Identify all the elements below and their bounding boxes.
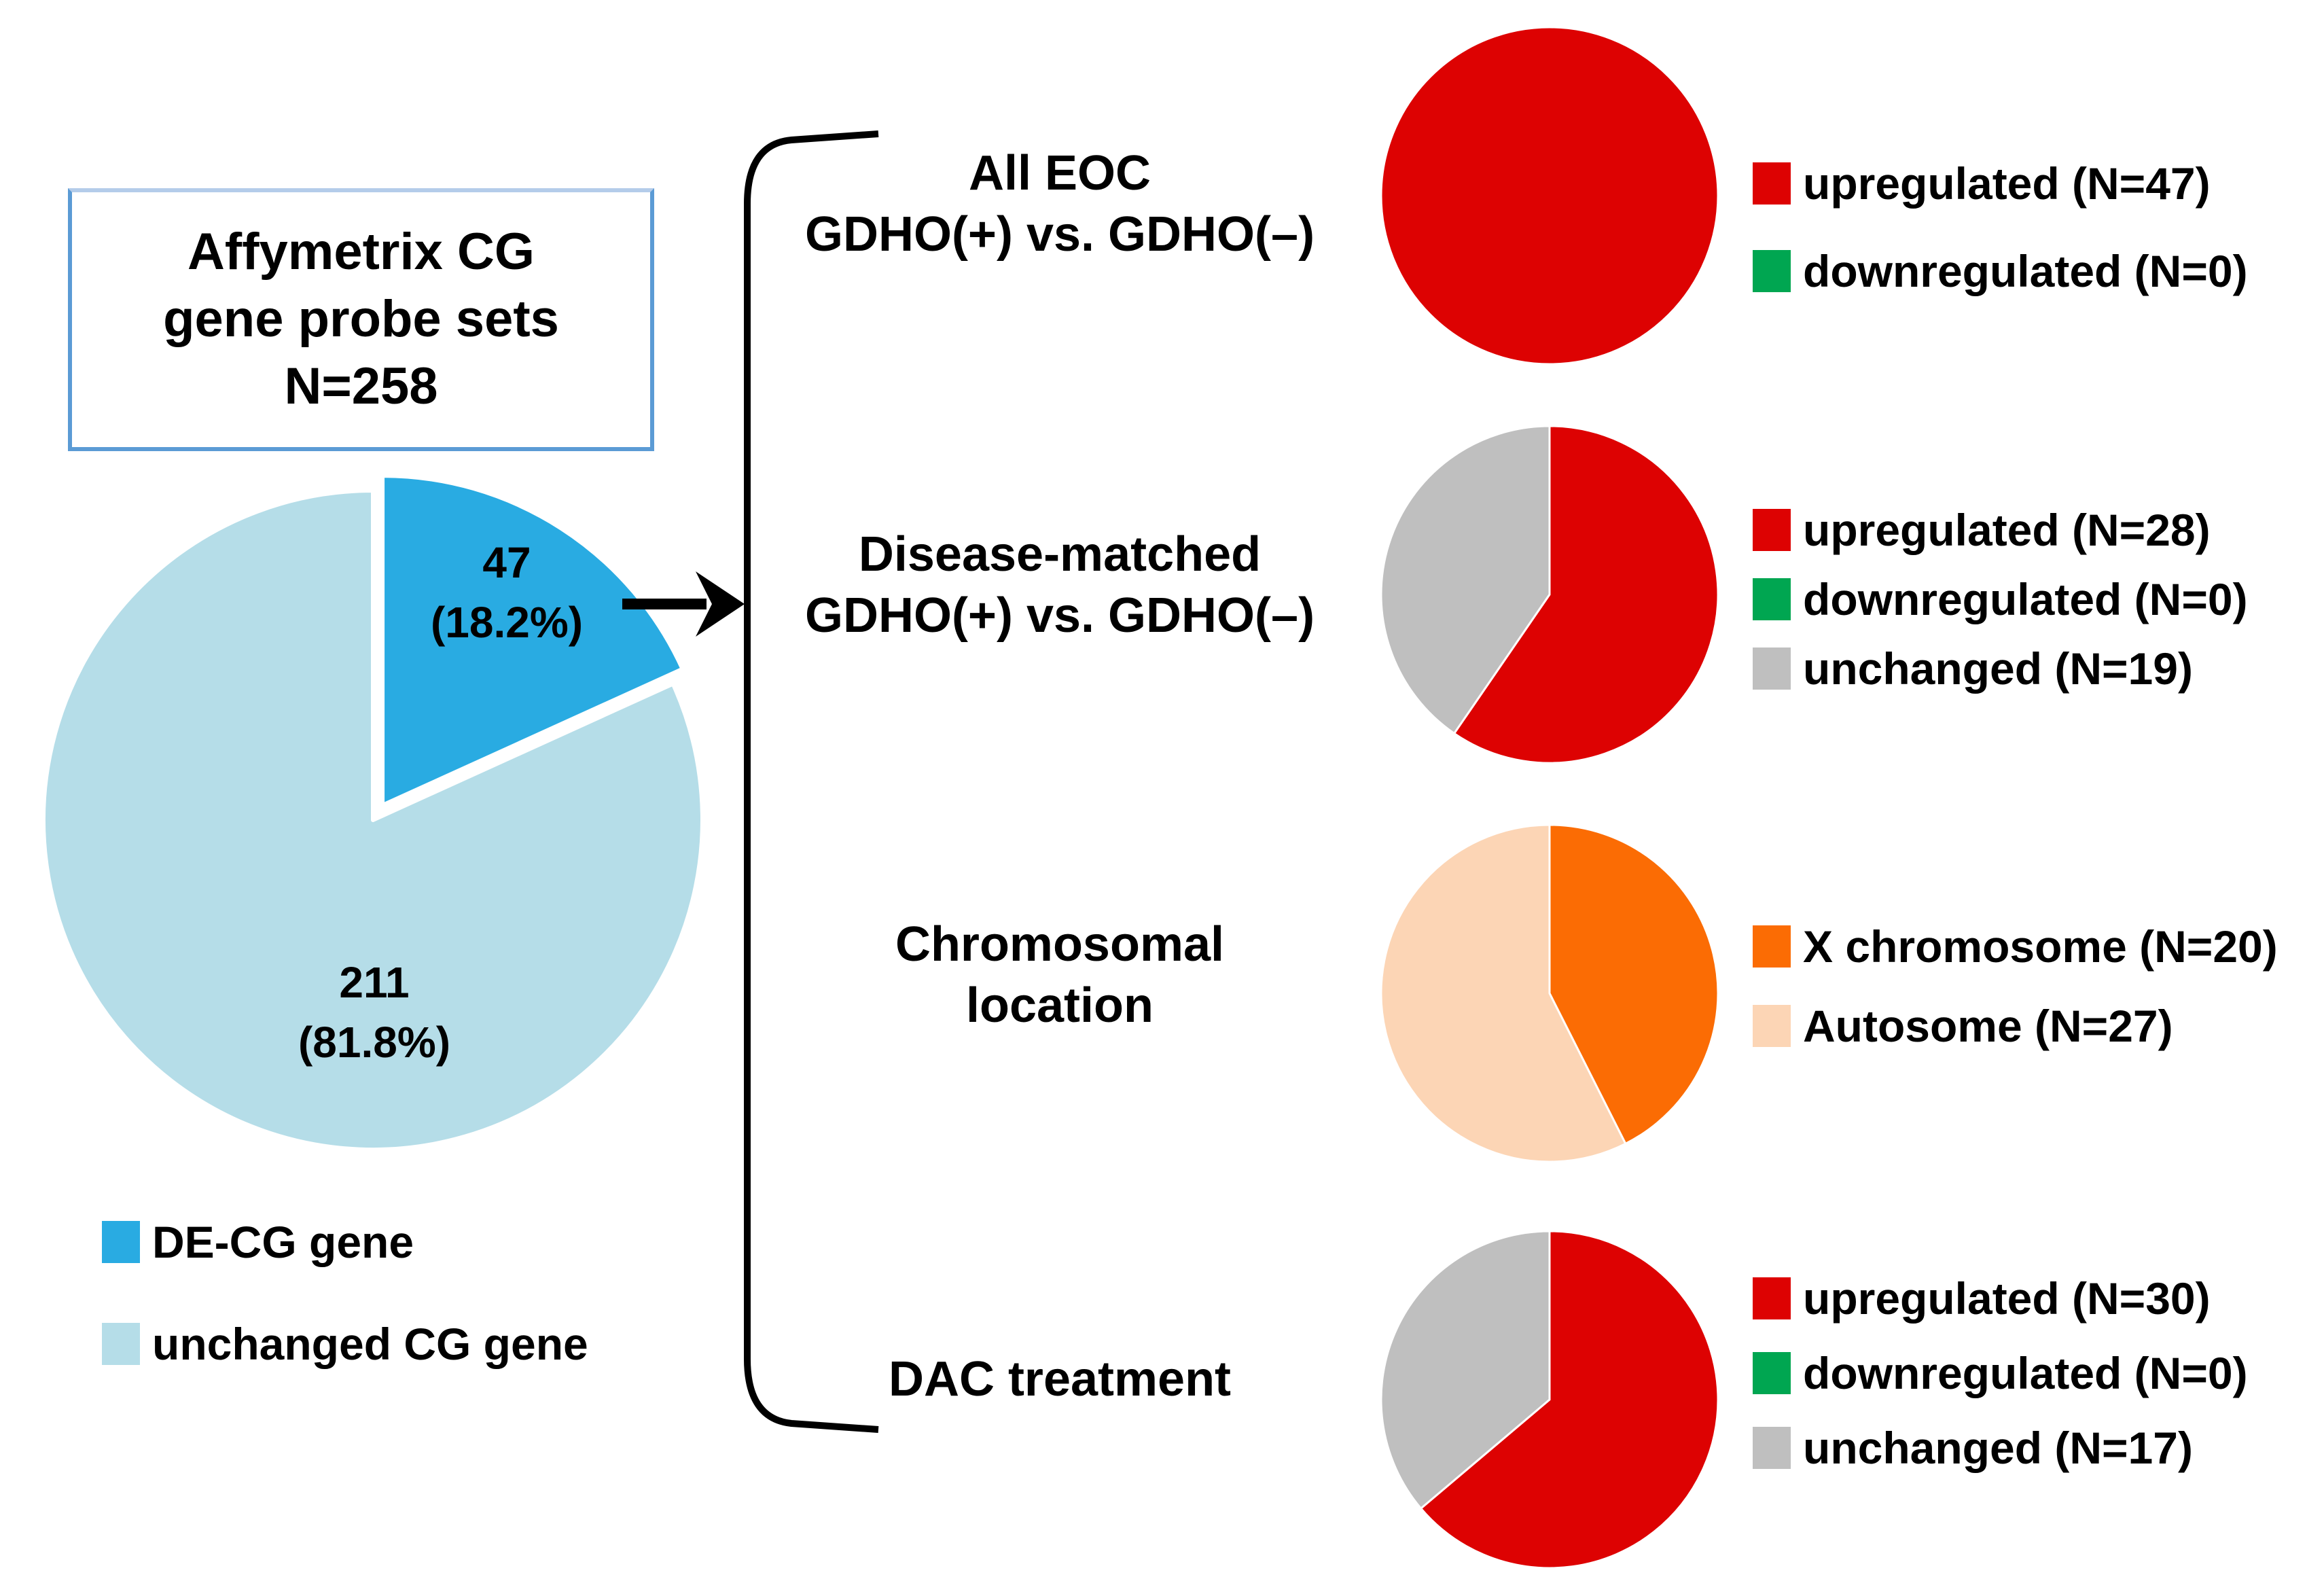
legend-dac-treatment: upregulated (N=30) downregulated (N=0) u… xyxy=(1753,1273,2248,1473)
section-line: GDHO(+) vs. GDHO(–) xyxy=(804,207,1315,262)
legend-row-upregulated: upregulated (N=30) xyxy=(1753,1273,2248,1324)
pie-slice-x-chromosome xyxy=(1548,823,1719,1145)
downregulated-swatch xyxy=(1753,578,1791,620)
legend-label: downregulated (N=0) xyxy=(1803,246,2248,296)
pie-disease-matched xyxy=(1380,425,1719,764)
pie-slice-autosome xyxy=(1380,823,1627,1163)
de-cg-swatch xyxy=(102,1221,140,1263)
de-cg-percent: (18.2%) xyxy=(430,598,584,647)
legend-label: unchanged (N=19) xyxy=(1803,643,2193,694)
upregulated-swatch xyxy=(1753,162,1791,205)
legend-row-unchanged: unchanged (N=17) xyxy=(1753,1423,2248,1473)
main-pie-label-de-cg: 47 (18.2%) xyxy=(357,533,656,652)
legend-label: unchanged CG gene xyxy=(152,1319,588,1369)
legend-row-downregulated: downregulated (N=0) xyxy=(1753,574,2248,624)
pie-dac-treatment xyxy=(1380,1230,1719,1569)
legend-label: X chromosome (N=20) xyxy=(1803,921,2278,972)
pie-slice-unchanged-cg-gene xyxy=(41,489,704,1152)
arrow-right xyxy=(622,571,745,637)
section-label-chromosomal-location: Chromosomal location xyxy=(747,914,1372,1036)
pie-chromosomal-location xyxy=(1380,823,1719,1163)
upregulated-swatch xyxy=(1753,1277,1791,1319)
section-line: location xyxy=(965,978,1154,1033)
de-cg-count: 47 xyxy=(482,538,531,587)
section-label-disease-matched: Disease-matched GDHO(+) vs. GDHO(–) xyxy=(747,524,1372,646)
pie-all-eoc xyxy=(1380,26,1719,366)
legend-all-eoc: upregulated (N=47) downregulated (N=0) xyxy=(1753,158,2248,296)
unchanged-swatch xyxy=(1753,647,1791,690)
grouping-bracket xyxy=(744,130,879,1433)
legend-label: downregulated (N=0) xyxy=(1803,574,2248,624)
main-pie-label-unchanged: 211 (81.8%) xyxy=(225,953,524,1072)
section-label-dac-treatment: DAC treatment xyxy=(747,1349,1372,1410)
section-line: Chromosomal xyxy=(895,917,1225,972)
pie-slice-upregulated xyxy=(1453,425,1719,764)
legend-label: downregulated (N=0) xyxy=(1803,1348,2248,1398)
legend-row-unchanged-cg: unchanged CG gene xyxy=(102,1319,588,1369)
main-pie-legend: DE-CG gene unchanged CG gene xyxy=(102,1217,588,1369)
legend-row-de-cg: DE-CG gene xyxy=(102,1217,588,1267)
legend-disease-matched: upregulated (N=28) downregulated (N=0) u… xyxy=(1753,505,2248,694)
downregulated-swatch xyxy=(1753,1352,1791,1394)
legend-row-unchanged: unchanged (N=19) xyxy=(1753,643,2248,694)
section-line: GDHO(+) vs. GDHO(–) xyxy=(804,588,1315,643)
unchanged-cg-swatch xyxy=(102,1323,140,1365)
title-line-2: gene probe sets xyxy=(163,290,559,349)
autosome-swatch xyxy=(1753,1005,1791,1047)
section-line: All EOC xyxy=(968,146,1151,200)
legend-row-autosome: Autosome (N=27) xyxy=(1753,1001,2278,1051)
title-line-1: Affymetrix CG xyxy=(187,223,535,281)
legend-label: Autosome (N=27) xyxy=(1803,1001,2173,1051)
legend-row-downregulated: downregulated (N=0) xyxy=(1753,1348,2248,1398)
legend-row-x-chromosome: X chromosome (N=20) xyxy=(1753,921,2278,972)
unchanged-percent: (81.8%) xyxy=(298,1018,451,1067)
section-label-all-eoc: All EOC GDHO(+) vs. GDHO(–) xyxy=(747,143,1372,265)
legend-row-upregulated: upregulated (N=28) xyxy=(1753,505,2248,555)
pie-slice-unchanged xyxy=(1380,425,1551,734)
legend-row-downregulated: downregulated (N=0) xyxy=(1753,246,2248,296)
pie-slice-de-cg-gene xyxy=(380,474,685,808)
legend-chromosomal-location: X chromosome (N=20) Autosome (N=27) xyxy=(1753,921,2278,1051)
legend-label: DE-CG gene xyxy=(152,1217,414,1267)
legend-label: upregulated (N=30) xyxy=(1803,1273,2211,1324)
unchanged-swatch xyxy=(1753,1427,1791,1469)
pie-slice-unchanged xyxy=(1380,1230,1551,1510)
main-pie-cg-probe-sets xyxy=(41,474,704,1152)
title-line-3: N=258 xyxy=(284,357,438,415)
legend-label: upregulated (N=47) xyxy=(1803,158,2211,209)
upregulated-swatch xyxy=(1753,509,1791,551)
title-box: Affymetrix CG gene probe sets N=258 xyxy=(68,188,654,451)
pie-slice-upregulated xyxy=(1380,26,1719,366)
section-line: DAC treatment xyxy=(888,1352,1232,1406)
legend-label: unchanged (N=17) xyxy=(1803,1423,2193,1473)
legend-row-upregulated: upregulated (N=47) xyxy=(1753,158,2248,209)
x-chromosome-swatch xyxy=(1753,925,1791,968)
section-line: Disease-matched xyxy=(858,527,1262,582)
unchanged-count: 211 xyxy=(339,958,410,1007)
legend-label: upregulated (N=28) xyxy=(1803,505,2211,555)
pie-slice-upregulated xyxy=(1420,1230,1719,1569)
downregulated-swatch xyxy=(1753,250,1791,292)
